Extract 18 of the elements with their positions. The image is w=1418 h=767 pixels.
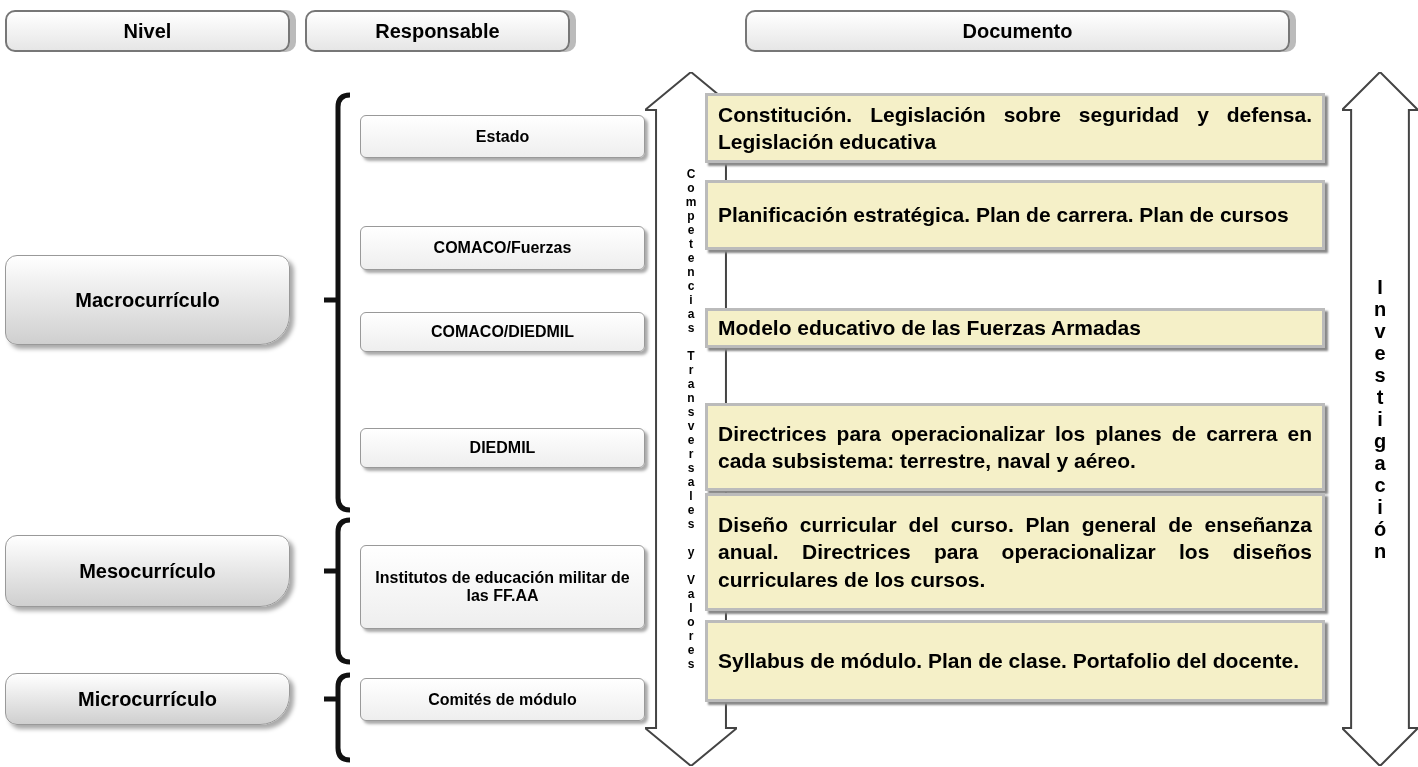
responsible-box: DIEDMIL — [360, 428, 645, 468]
responsible-box: COMACO/DIEDMIL — [360, 312, 645, 352]
level-box: Mesocurrículo — [5, 535, 290, 607]
document-box: Directrices para operacionalizar los planes de carrera en cada subsistema: terrestre, naval y aéreo. — [705, 403, 1325, 491]
responsible-box: COMACO/Fuerzas — [360, 226, 645, 270]
document-box: Constitución. Legislación sobre seguridad y defensa. Legislación educativa — [705, 93, 1325, 163]
document-box: Modelo educativo de las Fuerzas Armadas — [705, 308, 1325, 348]
responsible-box: Comités de módulo — [360, 678, 645, 721]
responsible-box: Institutos de educación militar de las FF.AA — [360, 545, 645, 629]
vertical-label: Investigación — [1370, 276, 1390, 562]
document-box: Planificación estratégica. Plan de carrera. Plan de cursos — [705, 180, 1325, 250]
vertical-label: Competencias Transversales y Valores — [685, 167, 697, 671]
responsible-box: Estado — [360, 115, 645, 158]
double-arrow — [1342, 72, 1418, 766]
level-box: Microcurrículo — [5, 673, 290, 725]
level-box: Macrocurrículo — [5, 255, 290, 345]
document-box: Diseño curricular del curso. Plan general de enseñanza anual. Directrices para operacionalizar los diseños curriculares de los cursos. — [705, 493, 1325, 611]
document-box: Syllabus de módulo. Plan de clase. Portafolio del docente. — [705, 620, 1325, 702]
